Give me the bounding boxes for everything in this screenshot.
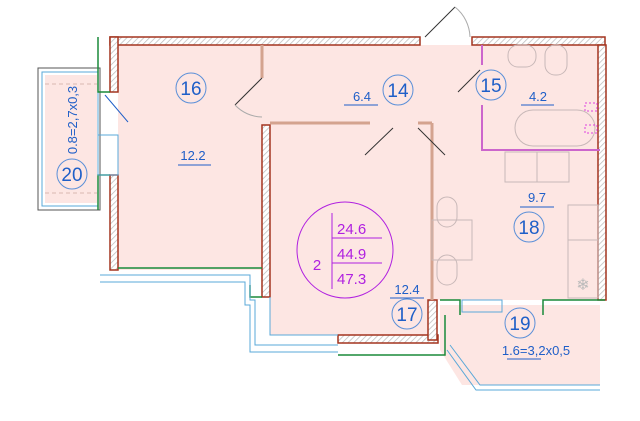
room-18: 18 9.7 <box>513 190 554 243</box>
svg-text:44.9: 44.9 <box>337 246 366 263</box>
apartment-summary: 2 24.6 44.9 47.3 <box>296 201 394 299</box>
svg-text:24.6: 24.6 <box>337 221 366 238</box>
walls <box>109 36 607 344</box>
bathroom-walls <box>481 45 600 151</box>
svg-text:6.4: 6.4 <box>353 89 371 104</box>
svg-text:0.8=2,7x0,3: 0.8=2,7x0,3 <box>65 86 80 154</box>
fixtures <box>431 44 599 299</box>
room-16: 16 12.2 <box>175 72 211 166</box>
svg-text:4.2: 4.2 <box>529 89 547 104</box>
room-19: 19 1.6=3,2x0,5 <box>502 307 570 360</box>
room-20: 20 0.8=2,7x0,3 <box>56 86 88 190</box>
svg-text:20: 20 <box>61 165 82 186</box>
svg-text:1.6=3,2x0,5: 1.6=3,2x0,5 <box>502 343 570 358</box>
doors <box>104 6 481 156</box>
svg-text:16: 16 <box>180 79 201 100</box>
svg-text:18: 18 <box>518 218 539 239</box>
svg-text:47.3: 47.3 <box>337 271 366 288</box>
room-14: 14 6.4 <box>344 74 414 106</box>
svg-text:12.4: 12.4 <box>394 282 419 297</box>
svg-text:9.7: 9.7 <box>528 190 546 205</box>
partitions <box>260 45 434 300</box>
floor-fill <box>45 45 600 385</box>
windows <box>97 134 600 391</box>
svg-text:12.2: 12.2 <box>180 148 205 163</box>
snowflake-icon: ❄ <box>576 277 589 294</box>
room-15: 15 4.2 <box>475 69 554 106</box>
room-17: 17 12.4 <box>390 282 424 330</box>
svg-text:14: 14 <box>387 81 409 102</box>
svg-text:19: 19 <box>509 314 530 335</box>
svg-text:15: 15 <box>480 76 501 97</box>
svg-text:2: 2 <box>313 257 321 274</box>
svg-text:17: 17 <box>396 305 417 326</box>
